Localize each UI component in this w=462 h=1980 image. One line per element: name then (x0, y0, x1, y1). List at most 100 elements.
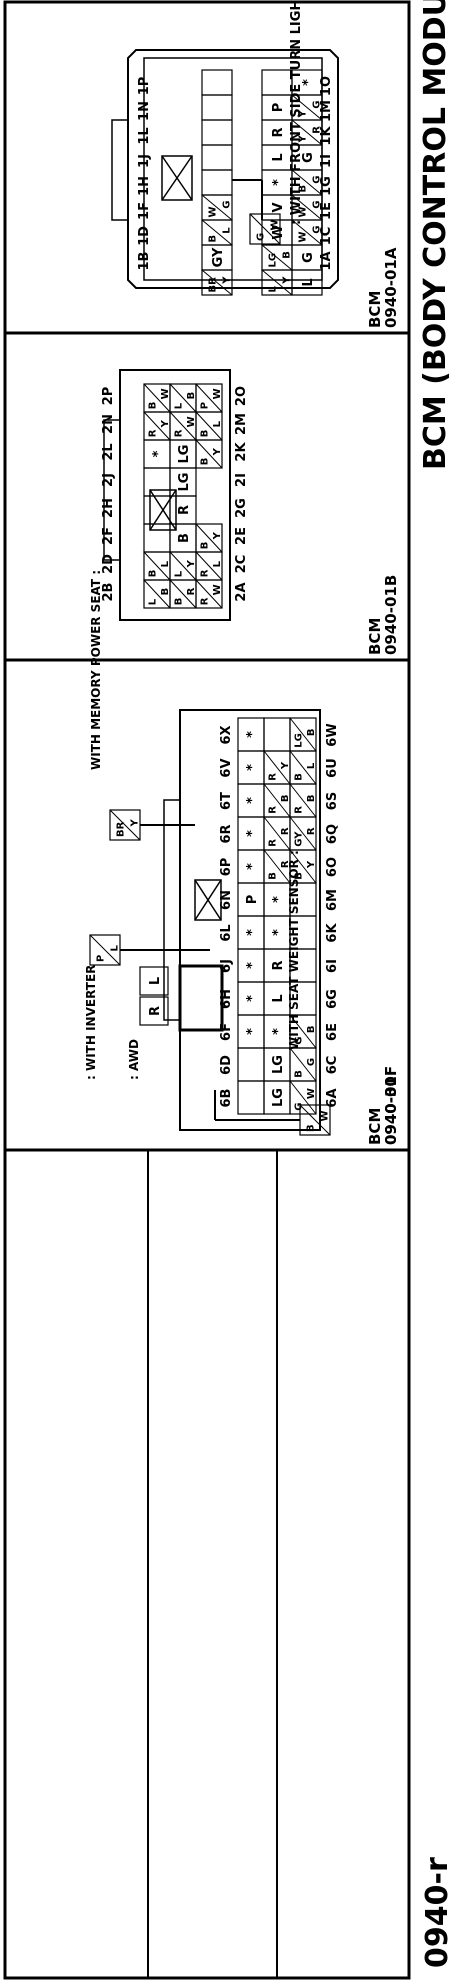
cavity-01a-r1-4-label: * (271, 179, 286, 186)
cavity-01f-r0-10-wire-lower: G (306, 1058, 317, 1066)
cavity-01a-r2-0 (201, 69, 233, 96)
cavity-01a-r2-5-wire-upper: W (208, 206, 219, 217)
cavity-01b-r2-1-wire-upper: R (148, 429, 159, 437)
callout-01f-seat (299, 1104, 331, 1136)
cavity-01a-r0-1-wire-lower: G (312, 101, 323, 109)
cavity-01b-r0-2-wire-upper: B (200, 458, 211, 466)
cavity-01f-r0-0-wire-lower: B (306, 729, 317, 737)
01a-pin-1d: 1D (137, 226, 152, 246)
cavity-01f-r2-11 (237, 1080, 265, 1115)
cavity-01a-r0-8-label: L (301, 278, 316, 286)
cavity-01a-r1-3-label: L (271, 153, 286, 161)
connector-name: BCM (366, 618, 384, 655)
cavity-01f-r2-10 (237, 1047, 265, 1082)
cavity-01f-r0-2-wire-lower: B (306, 795, 317, 803)
01b-pin-2n: 2N (101, 414, 116, 434)
cavity-01a-r0-5-wire-upper: W (298, 206, 309, 217)
cavity-01f-r0-9-wire-upper: G (294, 1036, 305, 1044)
01b-pin-2f: 2F (101, 527, 116, 545)
cavity-01a-r1-8-wire-lower: Y (282, 276, 293, 285)
01f-pin-6k: 6K (325, 923, 340, 943)
cavity-01b-r0-5-wire-upper: B (200, 542, 211, 550)
connector-code: 0940-01B (382, 575, 400, 655)
cavity-01b-r0-7-wire-upper: R (200, 597, 211, 605)
cavity-01f-r0-10-wire-upper: B (294, 1070, 305, 1078)
cavity-01a-r0-4-wire-upper: B (298, 185, 309, 193)
sheet-title: BCM (BODY CONTROL MODULE) (418, 0, 453, 470)
cavity-grid: LGBBLRBGYRBYGBBGGWRYRBRRBR**RL*LGLG*****… (237, 717, 317, 1115)
connector-latch (111, 119, 128, 221)
awd-highlight (178, 964, 224, 1032)
callout-01f-awd-0-label: R (148, 1006, 163, 1016)
cavity-01b-r1-5-label: B (177, 533, 192, 543)
01a-pin-1c: 1C (319, 227, 334, 246)
cavity-01b-r1-0-wire-upper: L (174, 402, 185, 409)
01b-pin-2c: 2C (234, 555, 249, 574)
cavity-01b-r2-6-wire-upper: B (148, 570, 159, 578)
cavity-01f-r0-0-wire-upper: LG (294, 733, 305, 748)
cavity-01b-r2-7-wire-upper: L (148, 598, 159, 605)
cavity-01b-r0-1-wire-lower: L (212, 420, 223, 427)
cavity-01f-r0-9-wire-lower: B (306, 1026, 317, 1034)
cavity-01f-r1-4-wire-upper: B (268, 872, 279, 880)
cavity-01f-r1-8-label: L (271, 994, 286, 1002)
01b-pin-2p: 2P (101, 387, 116, 406)
page-number: 0940-r (420, 1857, 455, 1968)
01f-pin-6i: 6I (325, 959, 340, 973)
01f-pin-6p: 6P (219, 858, 234, 877)
01a-pin-1a: 1A (319, 251, 334, 270)
01b-pin-2k: 2K (234, 442, 249, 462)
cavity-01f-r1-5-label: * (271, 896, 286, 903)
01b-pin-2j: 2J (101, 473, 116, 487)
01a-pin-1f: 1F (137, 202, 152, 220)
cavity-01a-r1-5-label: V (271, 202, 286, 212)
cavity-01b-r0-2-wire-lower: Y (212, 447, 223, 456)
cavity-01f-r1-9-label: * (271, 1028, 286, 1035)
callout-awd-note: : AWD (127, 1039, 141, 1080)
cavity-01b-r0-6-wire-upper: R (200, 569, 211, 577)
cavity-01b-r0-0-wire-upper: P (200, 402, 211, 409)
cavity-01a-r1-8-wire-upper: L (268, 286, 279, 293)
cavity-01b-r2-0-wire-lower: W (160, 388, 171, 399)
01f-pin-6v: 6V (219, 758, 234, 777)
connector-0940-30: 0940-30 (382, 1076, 400, 1145)
cavity-01b-r2-5 (143, 523, 171, 553)
cavity-01f-r2-6-label: * (245, 929, 260, 936)
cavity-01a-r2-4 (201, 169, 233, 196)
cavity-01f-r2-1-label: * (245, 764, 260, 771)
cavity-01b-r1-7-wire-lower: R (186, 587, 197, 595)
01b-pin-2b: 2B (101, 583, 116, 602)
01b-pin-2e: 2E (234, 527, 249, 545)
01b-pin-2o: 2O (234, 386, 249, 406)
cavity-01a-r2-2 (201, 119, 233, 146)
callout-01f-memory-wire-upper: BR (116, 821, 127, 837)
01a-pin-1i: 1I (319, 154, 334, 168)
01f-pin-6l: 6L (219, 924, 234, 941)
callout-01a-wire (249, 213, 281, 245)
cavity-01b-r2-0-wire-upper: B (148, 402, 159, 410)
cavity-01f-r2-5-label: P (245, 895, 260, 905)
cavity-01a-r1-6-label: W (271, 225, 286, 239)
01b-pin-2i: 2I (234, 473, 249, 487)
cavity-01f-r0-3-wire-lower: R (306, 827, 317, 835)
connector-latch (163, 799, 180, 1021)
callout-inverter-wire: PL (89, 934, 121, 966)
cavity-01f-r1-7-label: R (271, 960, 286, 970)
sheet-frame (3, 0, 411, 1980)
callout-01f-awd-1-label: L (148, 977, 163, 985)
01b-pin-2h: 2H (101, 498, 116, 518)
cavity-01b-r2-2-label: * (151, 450, 166, 457)
cavity-01f-r1-11-label: LG (271, 1088, 286, 1107)
cavity-01b-r1-6-wire-upper: L (174, 570, 185, 577)
connector-name: BCM (366, 291, 384, 328)
connector-code: 0940-01F (382, 1066, 400, 1145)
cavity-01b-r1-7-wire-upper: B (174, 598, 185, 606)
callout-01f-inverter-wire-upper: P (96, 955, 107, 962)
cavity-01f-r1-0 (263, 717, 291, 752)
